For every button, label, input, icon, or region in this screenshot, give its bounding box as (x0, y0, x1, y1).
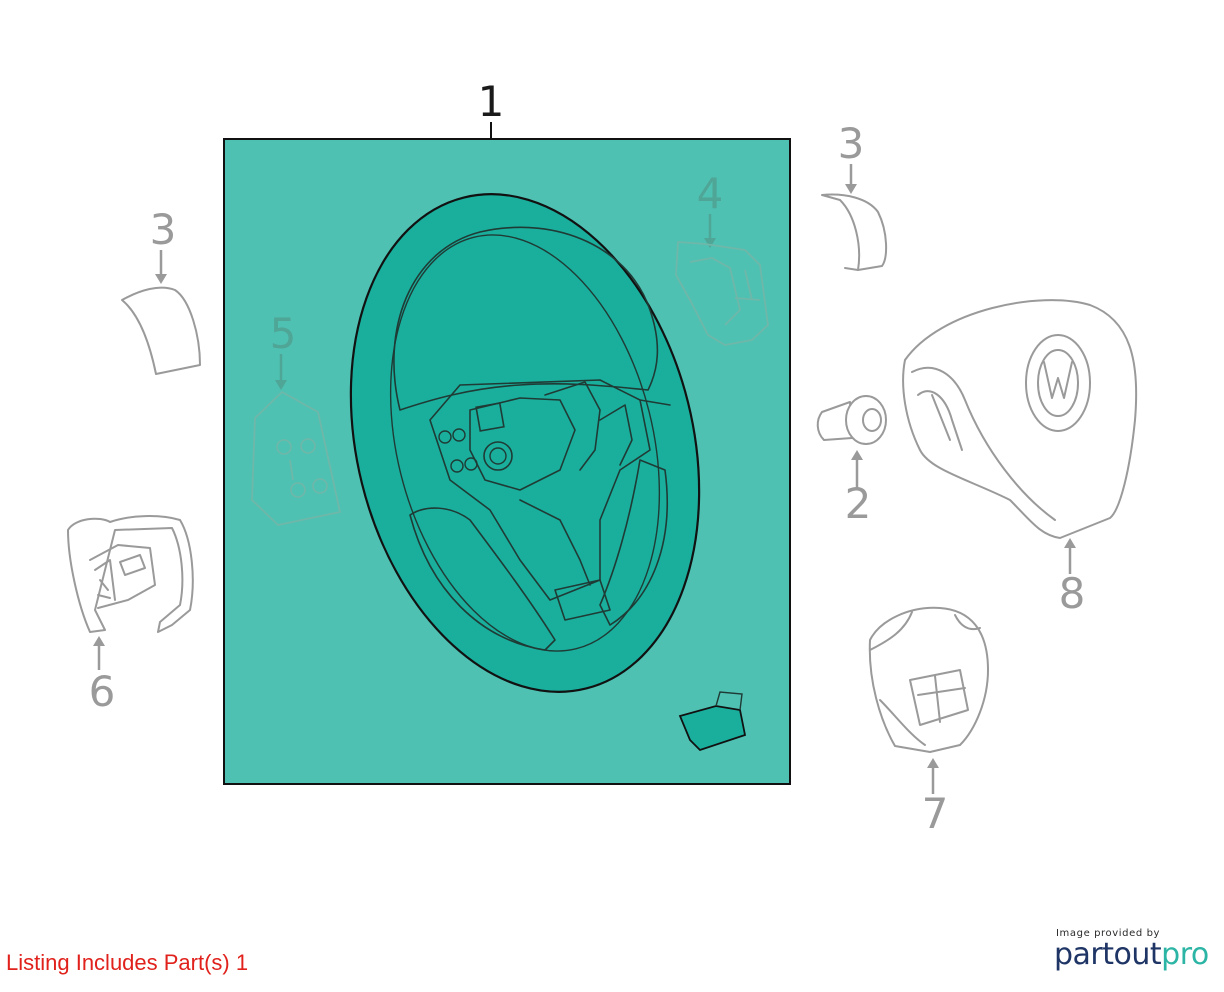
callout-3-left[interactable]: 3 (150, 205, 177, 254)
callout-1[interactable]: 1 (478, 77, 505, 126)
callout-8[interactable]: 8 (1059, 569, 1086, 618)
part-8-airbag-drawing[interactable]: 8 (902, 299, 1138, 618)
part-5-switch-drawing[interactable]: 5 (251, 309, 341, 526)
part-2-bolt-drawing[interactable]: 2 (816, 395, 887, 528)
callout-7[interactable]: 7 (922, 789, 949, 838)
part-3-right-cover-drawing[interactable]: 3 (821, 119, 888, 271)
provider-logo-part1: partout (1054, 937, 1162, 972)
part-3-left-cover-drawing[interactable]: 3 (121, 205, 201, 375)
part-4-switch-drawing[interactable]: 4 (675, 169, 769, 346)
callout-2[interactable]: 2 (845, 479, 872, 528)
provider-logo: Image provided by partoutpro (1054, 928, 1214, 972)
provider-logo-text: partoutpro (1054, 937, 1214, 972)
provider-caption: Image provided by (1056, 928, 1161, 939)
part-7-trim-drawing[interactable]: 7 (868, 606, 989, 838)
provider-logo-part2: pro (1161, 937, 1209, 972)
listing-includes-note: Listing Includes Part(s) 1 (6, 950, 249, 975)
steering-wheel-drawing[interactable] (301, 157, 749, 729)
part-6-clock-spring-drawing[interactable]: 6 (67, 515, 194, 716)
callout-6[interactable]: 6 (89, 667, 116, 716)
callout-4[interactable]: 4 (697, 169, 724, 218)
callout-5[interactable]: 5 (270, 309, 297, 358)
callout-3-right[interactable]: 3 (838, 119, 865, 168)
